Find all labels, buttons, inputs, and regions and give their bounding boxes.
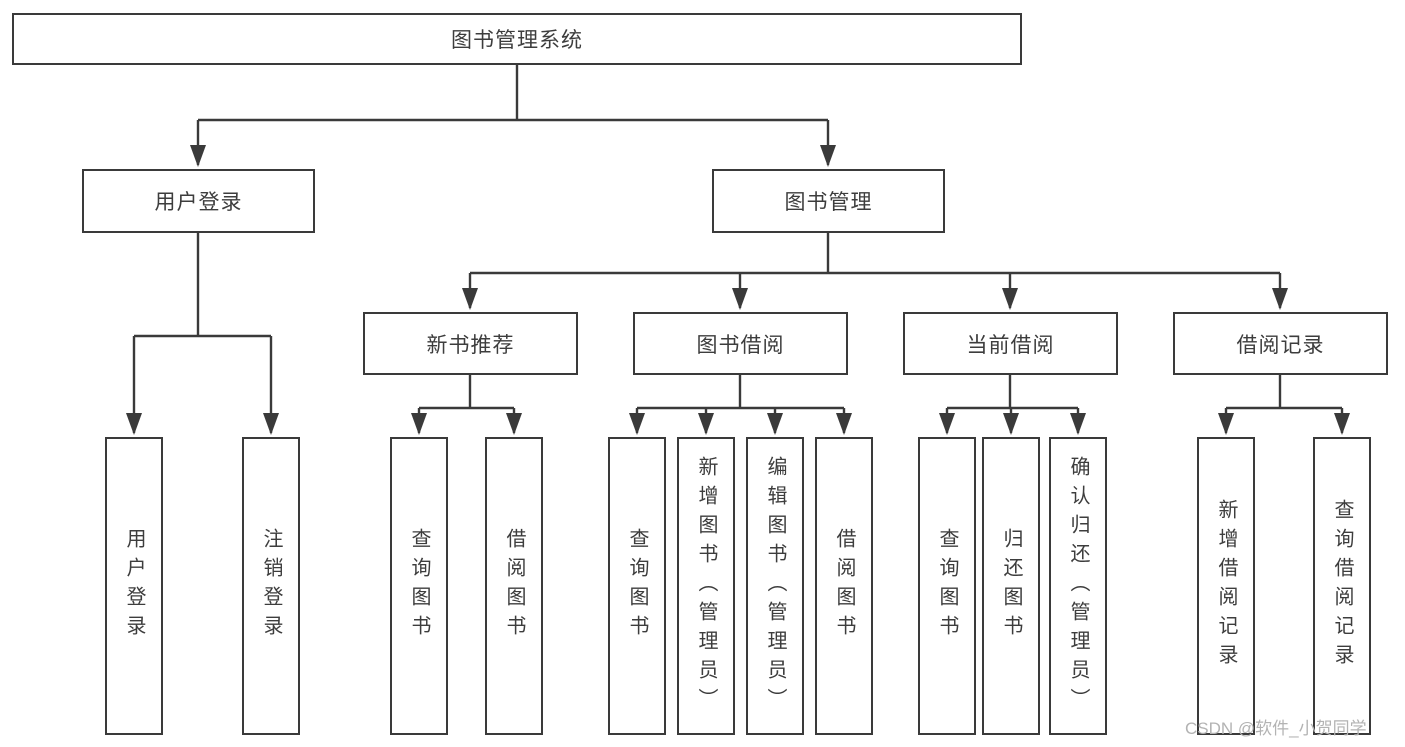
node-borrowing-records: 借阅记录 [1173,312,1388,375]
node-book-management: 图书管理 [712,169,945,233]
node-leaf-br-query-record: 查询借阅记录 [1313,437,1371,735]
connector-trunks [134,64,1342,410]
trunk-book-borrowing [637,375,844,410]
connector-arrows [126,120,1350,435]
trunk-user-login [134,233,271,338]
node-leaf-user-login: 用户登录 [105,437,163,735]
node-leaf-bb-add-books: 新增图书（管理员） [677,437,735,735]
node-new-book-recommend: 新书推荐 [363,312,578,375]
node-leaf-cb-return-books: 归还图书 [982,437,1040,735]
trunk-new-book-recommend [419,375,514,410]
node-leaf-bb-query-books: 查询图书 [608,437,666,735]
trunk-root [198,64,828,122]
node-leaf-bb-edit-books: 编辑图书（管理员） [746,437,804,735]
node-leaf-nbr-borrow-books: 借阅图书 [485,437,543,735]
node-leaf-cb-query-books: 查询图书 [918,437,976,735]
node-root: 图书管理系统 [12,13,1022,65]
node-leaf-bb-borrow-books: 借阅图书 [815,437,873,735]
trunk-current-borrowing [947,375,1078,410]
node-leaf-nbr-query-books: 查询图书 [390,437,448,735]
trunk-book-management [470,233,1280,275]
csdn-watermark: CSDN @软件_小贺同学 [1185,719,1367,738]
node-leaf-cb-confirm-return: 确认归还（管理员） [1049,437,1107,735]
node-book-borrowing: 图书借阅 [633,312,848,375]
trunk-borrowing-records [1226,375,1342,410]
node-user-login: 用户登录 [82,169,315,233]
node-leaf-br-add-record: 新增借阅记录 [1197,437,1255,735]
node-current-borrowing: 当前借阅 [903,312,1118,375]
node-leaf-logout: 注销登录 [242,437,300,735]
